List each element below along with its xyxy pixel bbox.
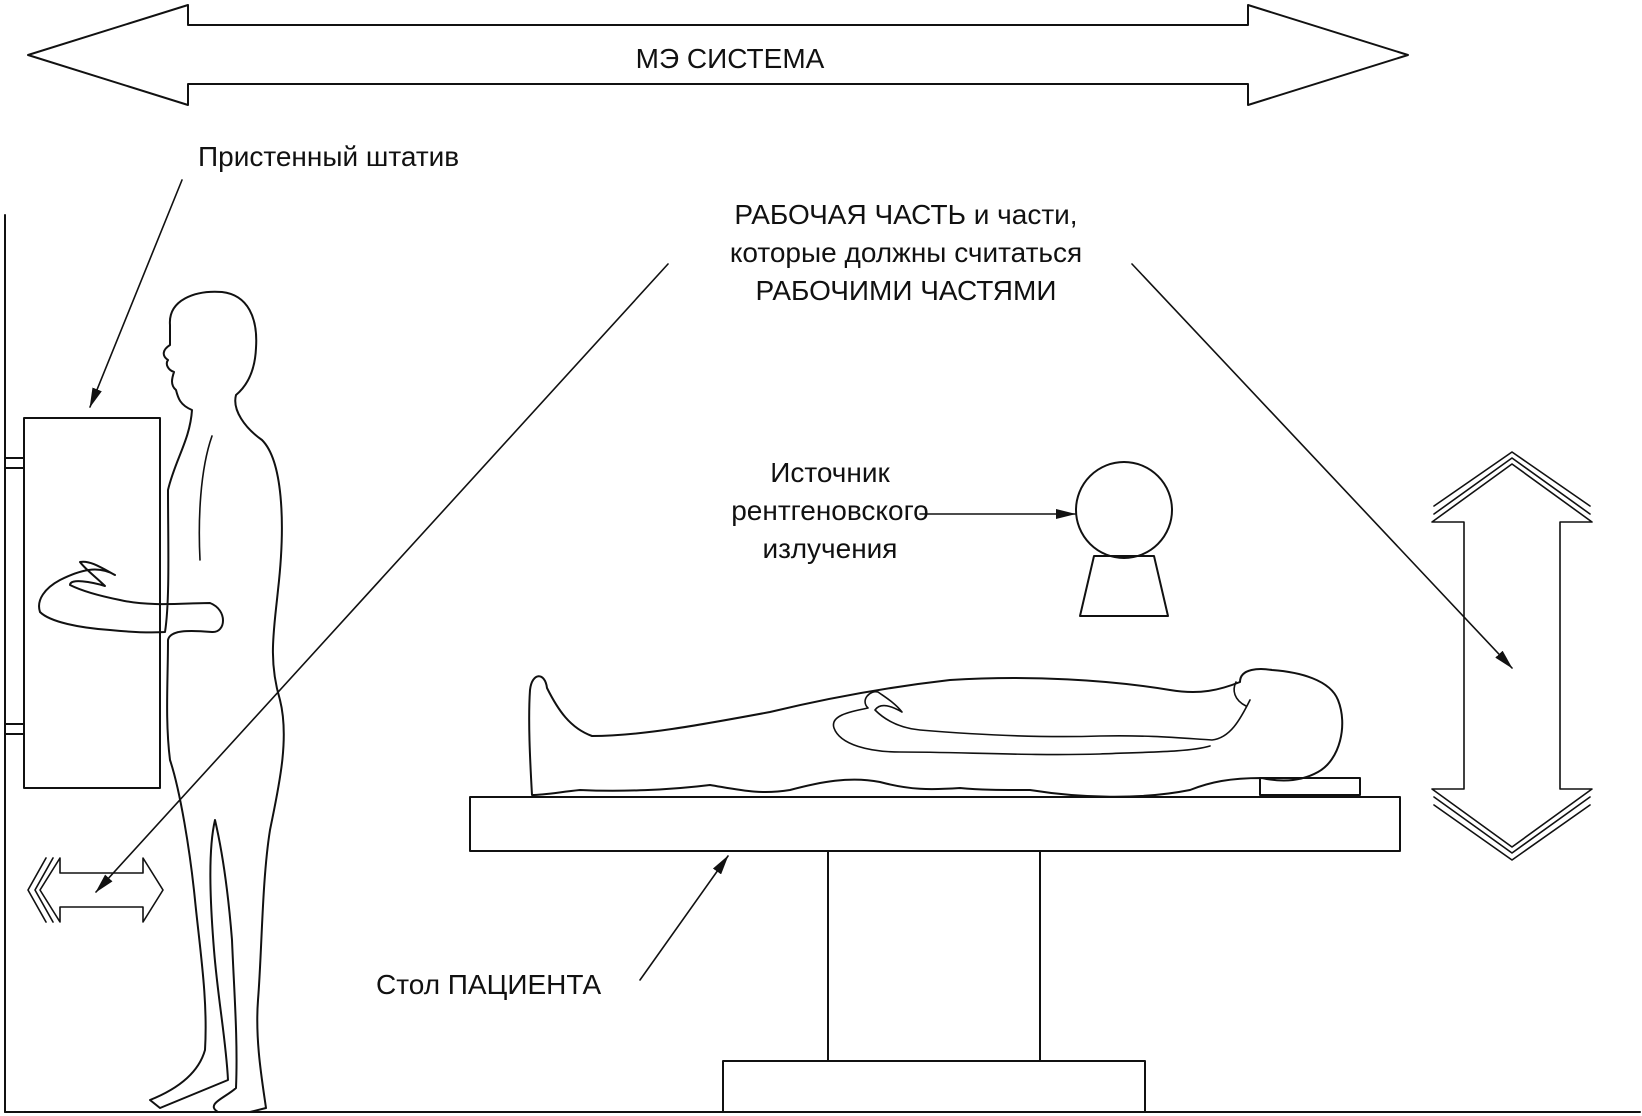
- standing-person-figure: [38, 290, 285, 1113]
- lying-person-figure: [528, 668, 1344, 798]
- patient-table-label: Стол ПАЦИЕНТА: [376, 969, 602, 1000]
- xray-source-label-line-2: рентгеновского: [731, 495, 929, 526]
- me-system-label: МЭ СИСТЕМА: [636, 43, 825, 74]
- applied-part-label-line-1: РАБОЧАЯ ЧАСТЬ и части,: [734, 199, 1077, 230]
- patient-table-pointer-arrow-icon: [639, 855, 729, 981]
- applied-part-label-line-2: которые должны считаться: [730, 237, 1082, 268]
- wall-stand-pointer-arrow-icon: [89, 179, 183, 408]
- xray-source-label-line-3: излучения: [763, 533, 898, 564]
- horizontal-movement-arrow-icon: [27, 857, 164, 923]
- vertical-movement-arrow-icon: [1431, 451, 1593, 861]
- wall-stand-panel: [23, 417, 161, 789]
- applied-part-label-line-3: РАБОЧИМИ ЧАСТЯМИ: [756, 275, 1057, 306]
- wall-stand-brackets: [4, 457, 25, 735]
- xray-source-label-line-1: Источник: [770, 457, 890, 488]
- patient-table: [469, 796, 1401, 1113]
- detector-plate: [1259, 777, 1361, 796]
- me-system-double-arrow-icon: [27, 4, 1409, 106]
- applied-part-pointer-left-arrow-icon: [95, 263, 669, 893]
- wall-stand-label: Пристенный штатив: [198, 141, 459, 172]
- xray-source-device: [1075, 461, 1173, 617]
- applied-part-pointer-right-arrow-icon: [1131, 263, 1513, 669]
